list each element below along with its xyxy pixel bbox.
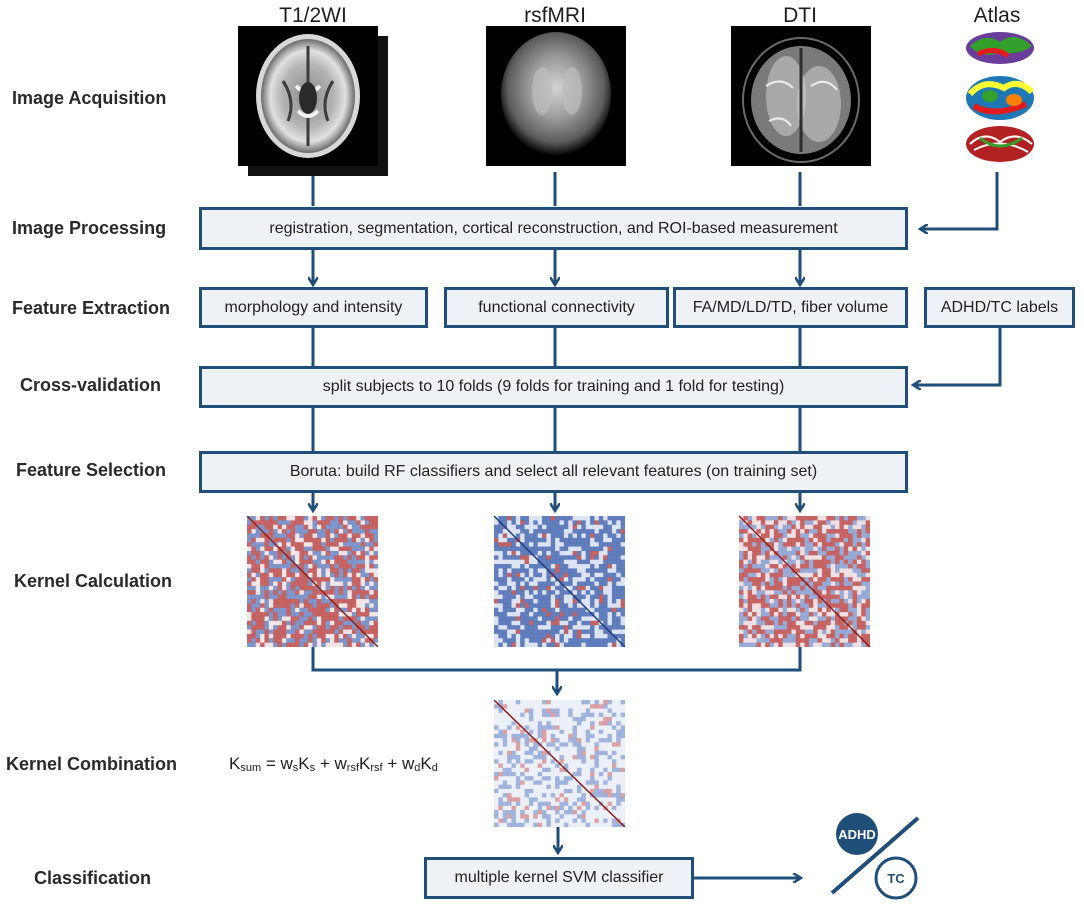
- kernel-matrix-rsfmri: [494, 516, 625, 647]
- stage-label-acquisition: Image Acquisition: [12, 88, 167, 108]
- stage-label-kernel-comb: Kernel Combination: [6, 754, 178, 774]
- tc-badge-label: TC: [887, 871, 905, 886]
- formula-w-rsf: w: [334, 754, 347, 773]
- formula-k-s: K: [298, 754, 310, 773]
- formula-sub-rsf1: rsf: [346, 762, 360, 774]
- outcome-divider: [830, 816, 920, 895]
- processing-box: registration, segmentation, cortical rec…: [199, 207, 908, 250]
- formula-sub-sum: sum: [240, 762, 262, 774]
- formula-k-d: K: [420, 754, 432, 773]
- column-title-t1: T1/2WI: [279, 4, 347, 27]
- kernel-matrix-structural: [247, 516, 378, 647]
- t1-brain-image: [238, 26, 388, 176]
- stage-label-processing: Image Processing: [12, 218, 167, 238]
- morphology-box: morphology and intensity: [199, 287, 428, 328]
- diffusion-box: FA/MD/LD/TD, fiber volume: [673, 287, 908, 328]
- kernel-matrix-combined: [494, 700, 625, 827]
- formula-plus-2: +: [382, 754, 402, 773]
- formula-w-s: w: [280, 754, 293, 773]
- column-title-dti: DTI: [783, 4, 817, 27]
- arrow-atlas-to-processing: [921, 172, 999, 229]
- formula-sub-d1: d: [414, 762, 421, 774]
- kernel-matrix-dti: [739, 516, 870, 647]
- formula-plus-1: +: [315, 754, 335, 773]
- line-kernel-merge: [311, 647, 802, 672]
- adhd-badge-label: ADHD: [838, 827, 876, 842]
- atlas-image: [966, 32, 1035, 162]
- selection-box: Boruta: build RF classifiers and select …: [199, 451, 908, 493]
- stage-label-classification: Classification: [34, 868, 152, 888]
- formula-k-sum: K: [229, 754, 241, 773]
- classifier-box: multiple kernel SVM classifier: [424, 857, 694, 899]
- kernel-combination-formula: Ksum = wsKs + wrsfKrsf + wdKd: [229, 754, 438, 774]
- arrow-labels-to-cv: [914, 327, 1002, 385]
- formula-sub-d2: d: [431, 762, 438, 774]
- formula-sub-rsf2: rsf: [370, 762, 383, 774]
- stage-label-extraction: Feature Extraction: [12, 298, 171, 318]
- labels-box: ADHD/TC labels: [924, 287, 1075, 328]
- rsfmri-brain-image: [486, 26, 626, 166]
- formula-k-rsf: K: [359, 754, 371, 773]
- column-title-rsfmri: rsfMRI: [524, 4, 586, 27]
- tc-badge: [874, 856, 918, 900]
- connectivity-box: functional connectivity: [444, 287, 669, 328]
- adhd-badge: [836, 813, 878, 855]
- outcome-badge: ADHD TC: [830, 813, 920, 900]
- stage-label-selection: Feature Selection: [16, 460, 167, 480]
- stage-label-cross-validation: Cross-validation: [20, 375, 162, 395]
- stage-label-kernel-calc: Kernel Calculation: [14, 571, 173, 591]
- column-title-atlas: Atlas: [973, 4, 1021, 27]
- formula-sub-s1: s: [292, 762, 299, 774]
- cross-validation-box: split subjects to 10 folds (9 folds for …: [199, 366, 908, 408]
- dti-brain-image: [731, 26, 871, 166]
- formula-w-d: w: [401, 754, 415, 773]
- formula-equals: =: [261, 754, 281, 773]
- formula-sub-s2: s: [309, 762, 316, 774]
